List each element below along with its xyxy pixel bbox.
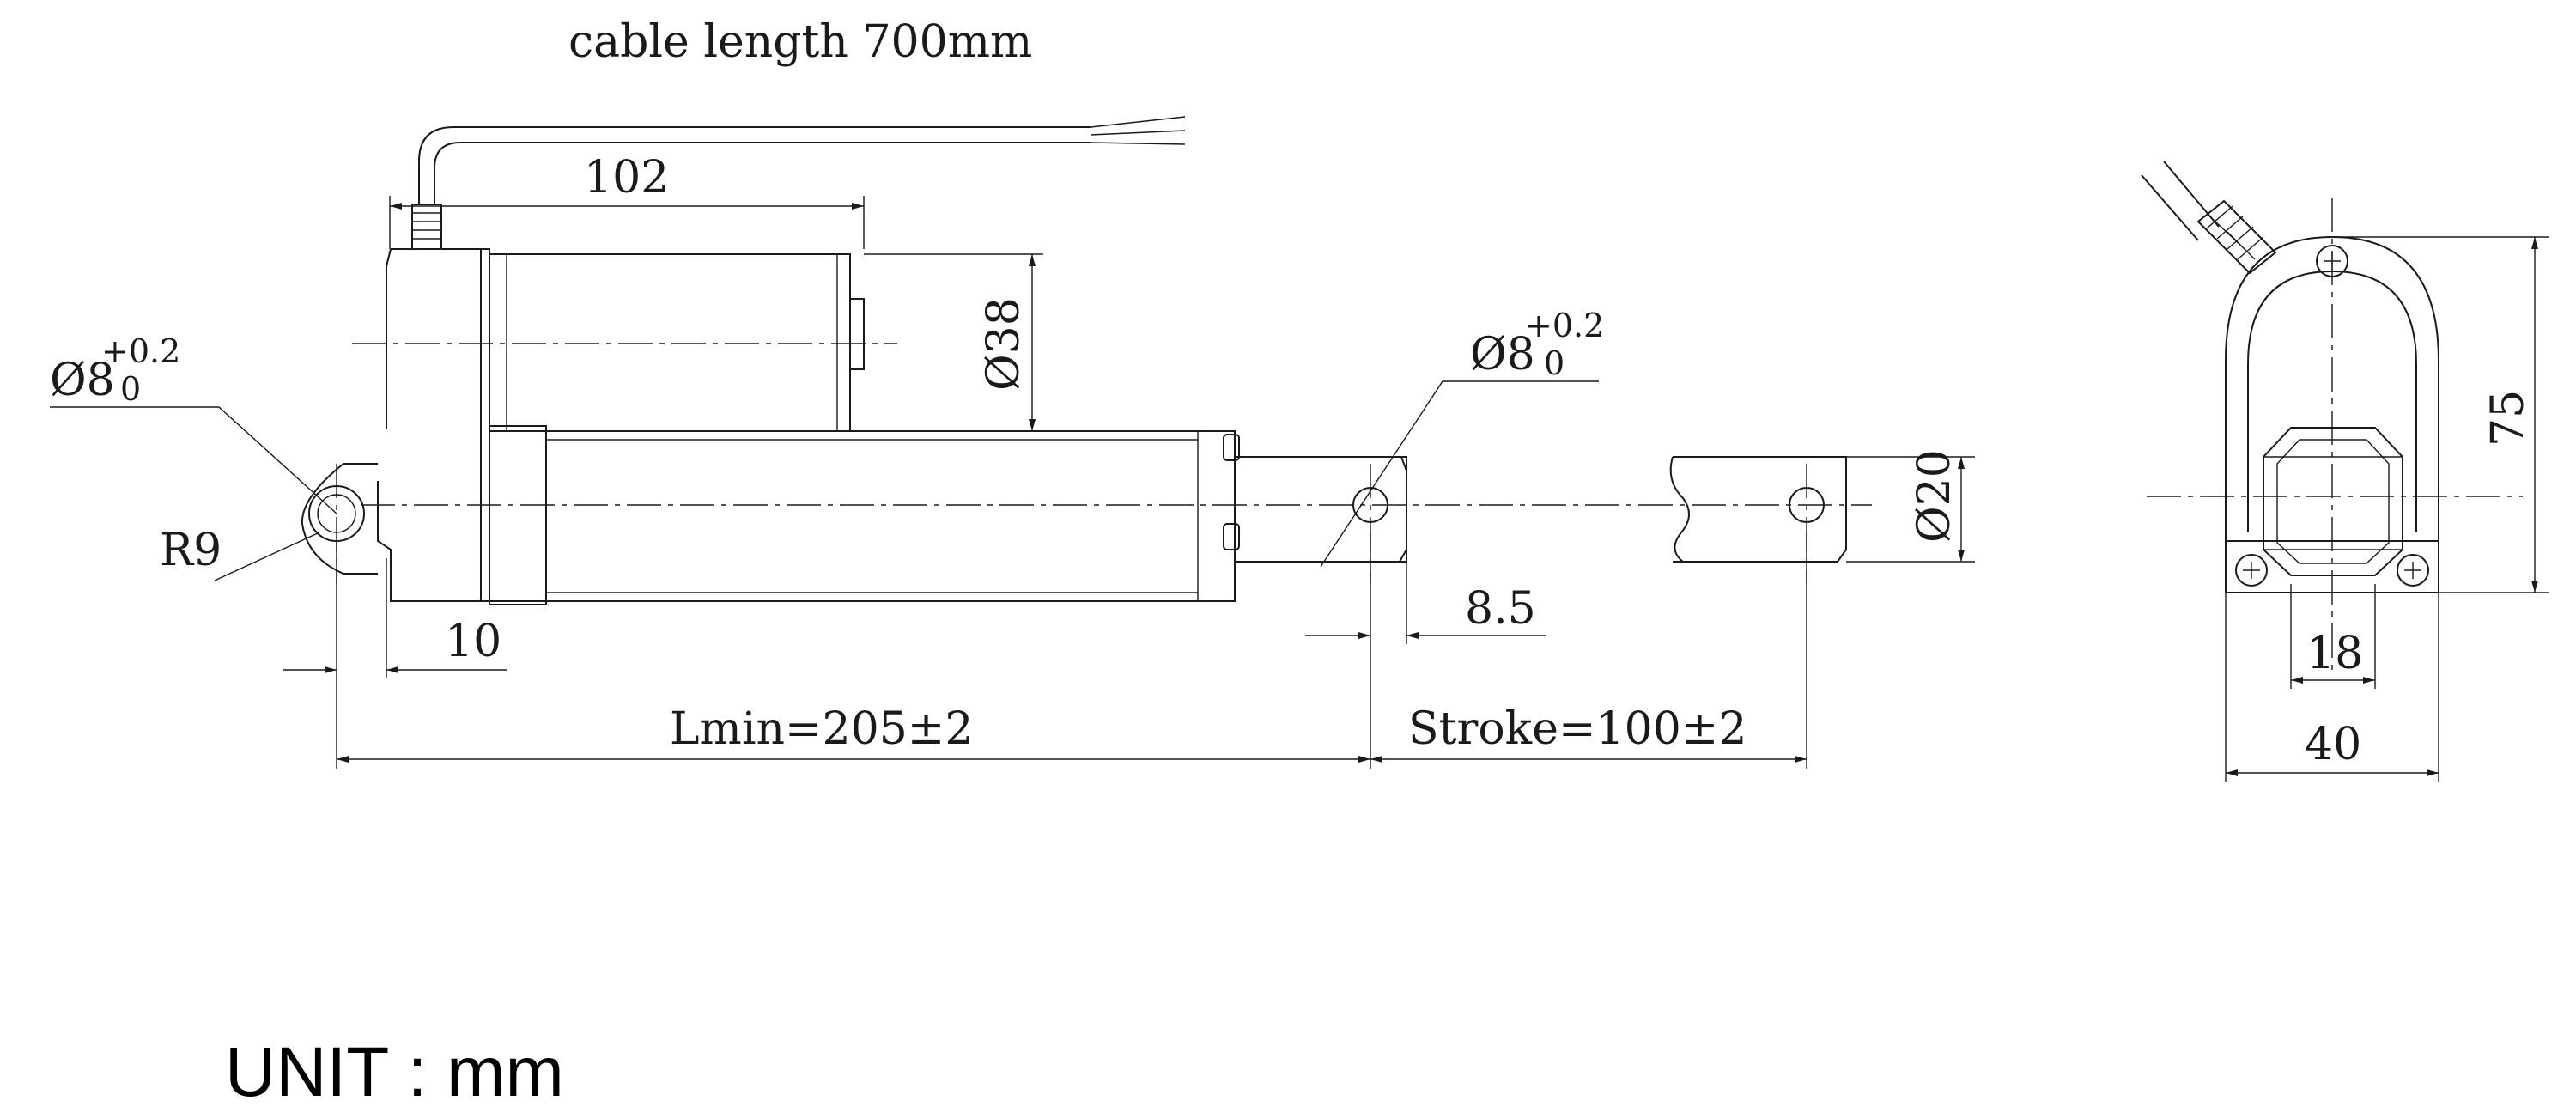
end-view-cable — [2141, 161, 2220, 241]
rear-hole-tol-upper: +0.2 — [101, 332, 180, 370]
front-hole-tol-lower: 0 — [1544, 344, 1564, 382]
side-view-dimensions: 102 Ø38 Ø8 +0.2 0 R9 Ø8 +0.2 0 10 8.5 Lm… — [50, 16, 1975, 769]
dim-75: 75 — [2482, 390, 2534, 447]
inner-rod — [1234, 456, 1407, 563]
dim-10: 10 — [445, 616, 501, 667]
dim-stroke: Stroke=100±2 — [1408, 703, 1747, 755]
dim-102: 102 — [584, 152, 669, 204]
dim-d20: Ø20 — [1909, 449, 1960, 543]
dim-d38: Ø38 — [978, 297, 1030, 391]
front-hole-tol-upper: +0.2 — [1525, 307, 1604, 344]
cable-length: cable length 700mm — [568, 16, 1032, 68]
radius-r9: R9 — [160, 525, 222, 576]
gearbox-housing — [377, 248, 490, 602]
unit-label: UNIT : mm — [225, 1033, 564, 1111]
dim-8-5: 8.5 — [1465, 583, 1536, 635]
dim-18: 18 — [2306, 628, 2363, 679]
rear-clevis — [301, 463, 378, 575]
end-octagon — [2263, 427, 2403, 576]
side-view — [301, 116, 1872, 605]
rear-hole-tol-lower: 0 — [120, 370, 141, 408]
dim-40: 40 — [2305, 719, 2361, 770]
cable — [418, 126, 1091, 204]
end-view-dimensions: 75 18 40 — [2225, 236, 2549, 782]
motor-body — [489, 253, 851, 432]
end-right-screw — [2397, 554, 2429, 587]
end-left-screw — [2235, 554, 2268, 587]
extended-rod-phantom — [1673, 456, 1847, 563]
strain-relief — [411, 204, 442, 250]
rear-hole-dia: Ø8 — [50, 355, 115, 406]
front-hole-dia: Ø8 — [1470, 329, 1535, 380]
end-view — [2141, 161, 2523, 670]
outer-tube — [489, 430, 1236, 602]
dim-lmin: Lmin=205±2 — [670, 703, 973, 755]
